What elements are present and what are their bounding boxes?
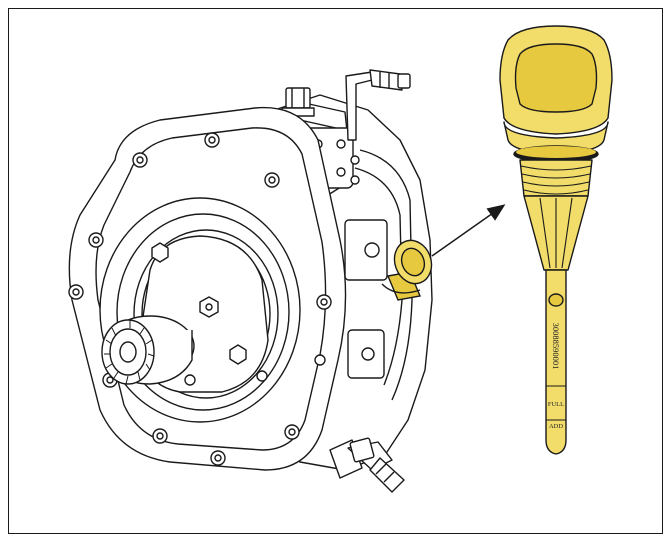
dipstick-detail xyxy=(499,25,613,455)
bottom-hydraulic-fitting xyxy=(329,437,405,493)
inner-cover-bolts xyxy=(151,242,326,386)
splined-output-shaft xyxy=(101,315,195,385)
callout-arrow-icon xyxy=(431,204,506,257)
dipstick-full-mark: FULL xyxy=(548,401,564,408)
dipstick-part-number: 30088590001 xyxy=(551,323,561,370)
top-hex-plug xyxy=(281,87,315,117)
top-hydraulic-fitting xyxy=(369,69,411,91)
dipstick-add-mark: ADD xyxy=(549,423,563,430)
flange-bolts xyxy=(68,132,332,466)
transmission-housing xyxy=(68,69,433,493)
dipstick-blade xyxy=(545,269,567,455)
dipstick-installed xyxy=(381,239,433,301)
